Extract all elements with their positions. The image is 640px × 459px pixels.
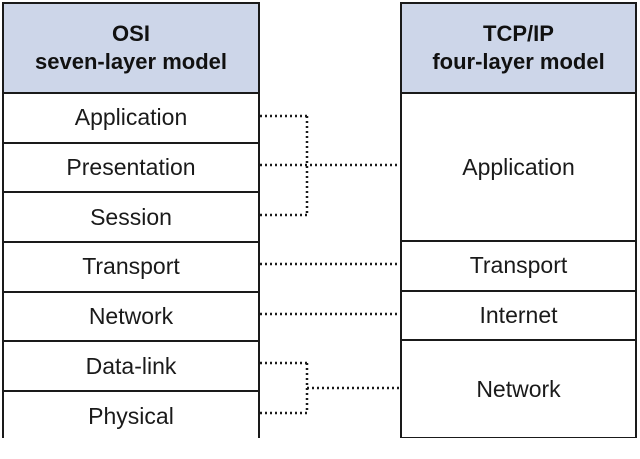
osi-header: OSI seven-layer model	[4, 4, 258, 94]
osi-layer-application: Application	[4, 94, 258, 144]
osi-subtitle: seven-layer model	[35, 49, 227, 74]
osi-layer-session: Session	[4, 193, 258, 244]
osi-layer-network: Network	[4, 292, 258, 343]
osi-layer-physical: Physical	[4, 392, 258, 442]
tcpip-header: TCP/IP four-layer model	[402, 4, 635, 94]
osi-title: OSI	[112, 21, 150, 46]
tcpip-layer-network: Network	[402, 341, 635, 438]
tcpip-model-stack: TCP/IP four-layer model Application Tran…	[400, 2, 637, 438]
tcpip-title: TCP/IP	[483, 21, 554, 46]
osi-layer-data-link: Data-link	[4, 342, 258, 393]
tcpip-layer-application: Application	[402, 94, 635, 242]
osi-layer-presentation: Presentation	[4, 143, 258, 194]
tcpip-layer-transport: Transport	[402, 242, 635, 292]
tcpip-layer-internet: Internet	[402, 291, 635, 342]
tcpip-subtitle: four-layer model	[432, 49, 605, 74]
osi-layer-transport: Transport	[4, 243, 258, 293]
osi-model-stack: OSI seven-layer model Application Presen…	[2, 2, 260, 442]
